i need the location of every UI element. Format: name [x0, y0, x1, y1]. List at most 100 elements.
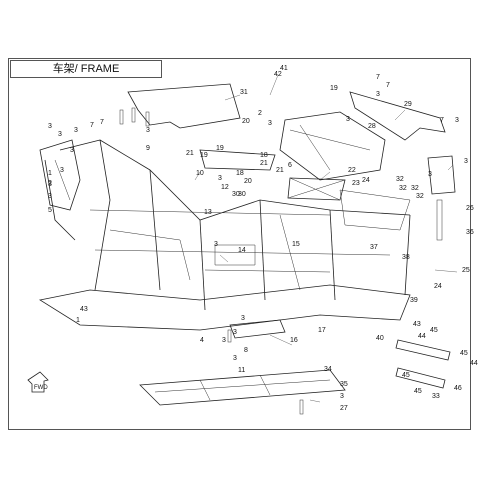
callout-3: 3: [241, 315, 245, 322]
callout-17: 17: [318, 327, 326, 334]
rear-bumper: [349, 91, 446, 141]
callout-3: 3: [268, 120, 272, 127]
callout-20: 20: [242, 118, 250, 125]
callout-18: 18: [236, 170, 244, 177]
diagram-title: 车架/ FRAME: [52, 63, 120, 75]
callout-21: 21: [186, 150, 194, 157]
callout-1: 1: [48, 170, 52, 177]
callout-31: 31: [240, 89, 248, 96]
callout-42: 42: [274, 71, 282, 78]
callout-16: 16: [290, 337, 298, 344]
callout-3: 3: [233, 355, 237, 362]
callout-35: 35: [340, 381, 348, 388]
fastener-stack: [119, 107, 443, 415]
title-box: 车架/ FRAME: [10, 60, 162, 78]
callout-29: 29: [404, 101, 412, 108]
callout-7: 7: [100, 119, 104, 126]
forward-label: FWD: [34, 385, 48, 391]
callout-39: 39: [410, 297, 418, 304]
callout-43: 43: [413, 321, 421, 328]
callout-4: 4: [200, 337, 204, 344]
callout-3: 3: [70, 147, 74, 154]
callout-19: 19: [200, 152, 208, 159]
callout-7: 7: [386, 82, 390, 89]
callout-3: 3: [146, 127, 150, 134]
callout-21: 21: [276, 167, 284, 174]
callout-5: 5: [48, 207, 52, 214]
callout-3: 3: [214, 241, 218, 248]
callout-21: 21: [260, 160, 268, 167]
rear-shaft-assembly: [395, 339, 451, 389]
callout-2: 2: [258, 110, 262, 117]
callout-38: 38: [402, 254, 410, 261]
callout-3: 3: [60, 167, 64, 174]
callout-1: 1: [76, 317, 80, 324]
callout-37: 37: [370, 244, 378, 251]
callout-40: 40: [376, 335, 384, 342]
foot-plate: [229, 319, 286, 339]
callout-32: 32: [396, 176, 404, 183]
callout-9: 9: [146, 145, 150, 152]
callout-41: 41: [280, 65, 288, 72]
callout-3: 3: [340, 393, 344, 400]
callout-14: 14: [238, 247, 246, 254]
bracket-27: [427, 155, 456, 195]
callout-3: 3: [48, 193, 52, 200]
rear-cargo-frame: [279, 111, 386, 181]
callout-32: 32: [399, 185, 407, 192]
callout-45: 45: [414, 388, 422, 395]
callout-45: 45: [460, 350, 468, 357]
callout-44: 44: [418, 333, 426, 340]
callout-3: 3: [464, 158, 468, 165]
callout-22: 22: [348, 167, 356, 174]
callout-3: 3: [48, 123, 52, 130]
callout-20: 20: [244, 178, 252, 185]
center-crossmember: [199, 149, 346, 201]
callout-3: 3: [346, 116, 350, 123]
callout-3: 3: [233, 329, 237, 336]
callout-6: 6: [288, 162, 292, 169]
callout-19: 19: [216, 145, 224, 152]
leader-lines: [194, 74, 458, 403]
callout-15: 15: [292, 241, 300, 248]
callout-3: 3: [218, 175, 222, 182]
callout-26: 26: [466, 205, 474, 212]
callout-46: 46: [454, 385, 462, 392]
callout-45: 45: [402, 372, 410, 379]
callout-12: 12: [221, 184, 229, 191]
callout-33: 33: [432, 393, 440, 400]
callout-45: 45: [430, 327, 438, 334]
callout-43: 43: [80, 306, 88, 313]
callout-11: 11: [238, 367, 245, 374]
callout-10: 10: [196, 170, 204, 177]
callout-25: 25: [462, 267, 470, 274]
callout-36: 36: [466, 229, 474, 236]
callout-32: 32: [411, 185, 419, 192]
front-bumper: [39, 139, 81, 211]
callout-7: 7: [440, 117, 444, 124]
callout-3: 3: [222, 337, 226, 344]
callout-8: 8: [244, 347, 248, 354]
callout-19: 19: [330, 85, 338, 92]
callout-2: 2: [48, 180, 52, 187]
callout-7: 7: [376, 74, 380, 81]
callout-30: 30: [238, 191, 246, 198]
callout-3: 3: [74, 127, 78, 134]
callout-3: 3: [58, 131, 62, 138]
callout-7: 7: [90, 122, 94, 129]
callout-3: 3: [376, 91, 380, 98]
main-frame: [38, 139, 411, 331]
seat-plate: [127, 83, 241, 129]
callout-3: 3: [428, 171, 432, 178]
callout-23: 23: [352, 180, 360, 187]
callout-24: 24: [362, 177, 370, 184]
callout-44: 44: [470, 360, 478, 367]
forward-arrow: FWD: [27, 371, 49, 393]
callout-28: 28: [368, 123, 376, 130]
callout-32: 32: [416, 193, 424, 200]
callout-30: 30: [232, 191, 240, 198]
callout-34: 34: [324, 366, 332, 373]
callout-3: 3: [48, 181, 52, 188]
